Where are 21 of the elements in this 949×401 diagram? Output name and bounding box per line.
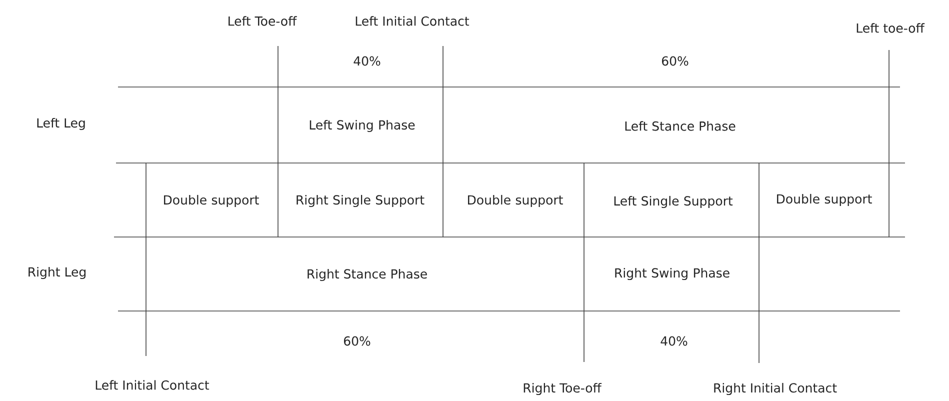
percentage-label: 60% xyxy=(662,56,688,66)
percentage-label: 60% xyxy=(344,336,370,346)
phase-label: Double support xyxy=(777,194,872,206)
event-label: Left Toe-off xyxy=(228,16,297,26)
phase-label: Right Single Support xyxy=(296,194,424,208)
row-label: Right Leg xyxy=(28,266,86,280)
percentage-label: 40% xyxy=(660,336,688,346)
phase-label: Left Swing Phase xyxy=(310,120,415,132)
phase-label: Double support xyxy=(468,194,563,208)
event-label: Left Initial Contact xyxy=(356,16,470,26)
percentage-label: 40% xyxy=(354,56,380,66)
phase-label: Left Stance Phase xyxy=(625,121,736,131)
event-label: Left toe-off xyxy=(856,23,925,33)
event-label: Left Initial Contact xyxy=(96,380,210,390)
phase-label: Right Swing Phase xyxy=(615,268,730,280)
phase-label: Double support xyxy=(164,194,259,208)
event-label: Right Initial Contact xyxy=(714,382,837,396)
phase-label: Left Single Support xyxy=(614,196,733,208)
phase-label: Right Stance Phase xyxy=(308,268,427,282)
event-label: Right Toe-off xyxy=(524,382,602,396)
row-label: Left Leg xyxy=(37,118,85,130)
